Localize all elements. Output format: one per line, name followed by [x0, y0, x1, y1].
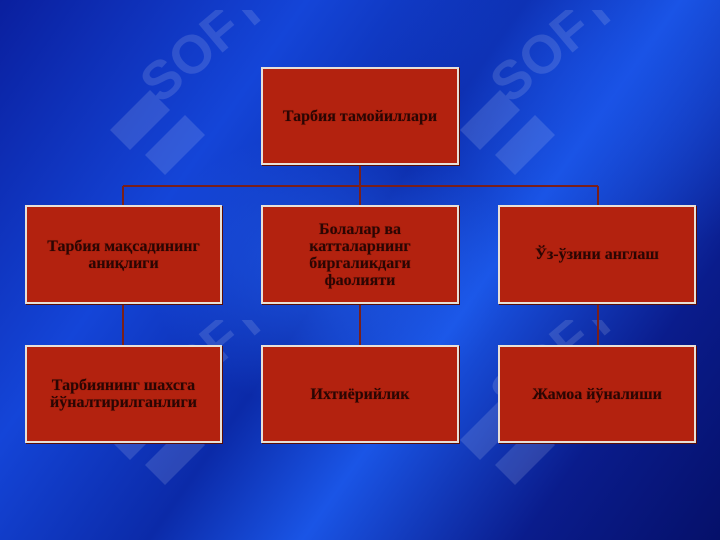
level1-node-middle-label: Болалар ва катталарнинг биргаликдаги фао… — [309, 220, 411, 289]
level1-node-right: Ўз-ўзини англаш — [498, 205, 696, 304]
level1-node-left: Тарбия мақсадининг аниқлиги — [25, 205, 222, 304]
level2-node-middle-label: Ихтиёрийлик — [310, 385, 410, 403]
level1-node-right-label: Ўз-ўзини англаш — [535, 246, 659, 263]
level2-node-middle: Ихтиёрийлик — [261, 345, 459, 443]
root-node: Тарбия тамойиллари — [261, 67, 459, 165]
level2-node-left-label: Тарбиянинг шахсга йўналтирилганлиги — [50, 377, 197, 411]
root-node-label: Тарбия тамойиллари — [282, 107, 438, 125]
level1-node-left-label: Тарбия мақсадининг аниқлиги — [47, 237, 200, 272]
level1-node-middle: Болалар ва катталарнинг биргаликдаги фао… — [261, 205, 459, 304]
level2-node-right: Жамоа йўналиши — [498, 345, 696, 443]
level2-node-left: Тарбиянинг шахсга йўналтирилганлиги — [25, 345, 222, 443]
level2-node-right-label: Жамоа йўналиши — [532, 385, 662, 403]
